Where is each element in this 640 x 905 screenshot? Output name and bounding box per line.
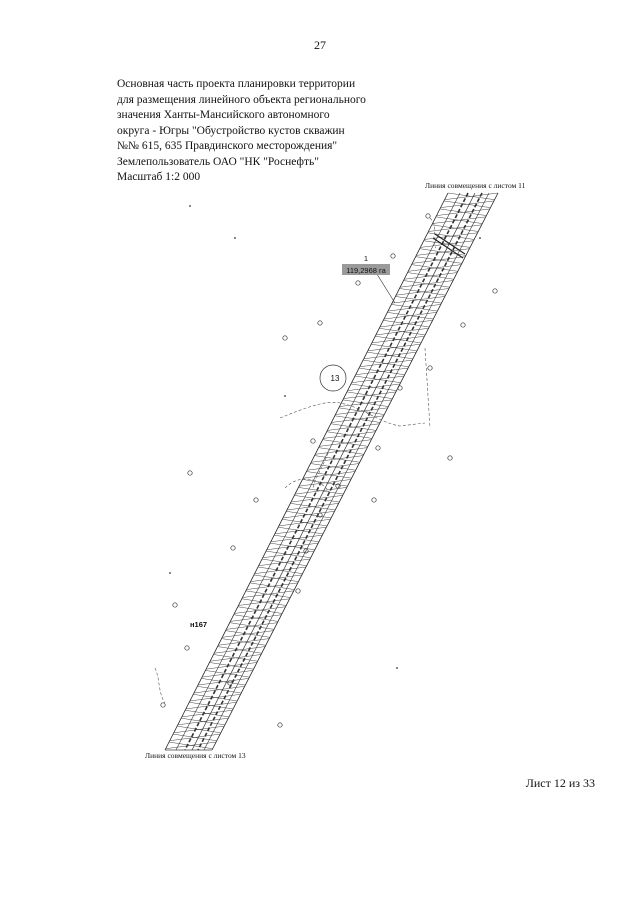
plot-area-value: 119,2968 га: [346, 266, 386, 275]
match-line-bottom-label: Линия совмещения с листом 13: [145, 751, 246, 760]
scale-line: Масштаб 1:2 000: [117, 171, 201, 183]
sheet-number: Лист 12 из 33: [525, 776, 595, 790]
plot-number: 1: [364, 254, 368, 263]
numbered-circle-marker: 13: [319, 364, 347, 392]
planning-map: Линия совмещения с листом 11 Линия совме…: [130, 178, 550, 778]
survey-points: [160, 213, 498, 728]
match-line-top-label: Линия совмещения с листом 11: [425, 181, 526, 190]
survey-dots: [169, 205, 481, 669]
title-line: для размещения линейного объекта региона…: [117, 93, 366, 106]
title-line: Основная часть проекта планировки террит…: [117, 78, 356, 90]
corridor-hatching: [165, 192, 499, 751]
title-line: округа - Югры "Обустройство кустов скваж…: [117, 124, 345, 137]
page-number: 27: [314, 38, 326, 52]
title-line: значения Ханты-Мансийского автономного: [117, 109, 330, 121]
corridor-boundary: [164, 192, 499, 751]
pipeline-lines: [175, 192, 490, 751]
title-block: Основная часть проекта планировки террит…: [117, 77, 417, 186]
boundary-point-label: н167: [190, 620, 207, 629]
circle-label: 13: [331, 374, 340, 383]
map-drawing: Линия совмещения с листом 11 Линия совме…: [145, 181, 526, 760]
plot-area-label: 1 119,2968 га: [342, 254, 390, 275]
title-line: №№ 615, 635 Правдинского месторождения": [117, 140, 338, 152]
dashed-contours: [154, 217, 437, 704]
crossing-marker: [432, 233, 466, 259]
land-user-line: Землепользователь ОАО "НК "Роснефть": [117, 155, 319, 168]
plot-leader-line: [374, 270, 396, 304]
